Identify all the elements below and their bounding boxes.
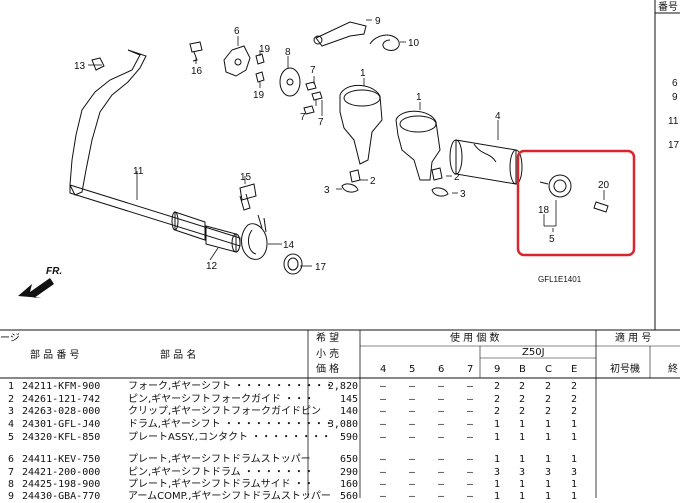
diagram-code: GFL1E1401 [538, 275, 582, 284]
fr-arrow-icon [18, 278, 54, 298]
part-bolt-16 [189, 41, 203, 62]
part-stopper-arm [313, 21, 367, 47]
callout-5: 5 [549, 234, 555, 245]
callout-4: 4 [495, 111, 501, 122]
part-guide-pin-b [431, 167, 449, 197]
callout-2a: 2 [370, 176, 376, 187]
part-pins-7 [303, 81, 323, 115]
callout-6: 6 [234, 26, 240, 37]
part-stopper-plate [223, 45, 251, 77]
callout-9: 9 [375, 16, 381, 27]
right-num-17: 17 [668, 140, 680, 151]
callout-10: 10 [408, 38, 420, 49]
callout-19b: 19 [253, 90, 265, 101]
callout-13: 13 [74, 61, 86, 72]
callout-8: 8 [285, 47, 291, 58]
callout-15: 15 [240, 172, 252, 183]
table-rules [0, 329, 680, 498]
part-contact-plate [539, 174, 609, 213]
callout-17: 17 [315, 262, 327, 273]
leader-lines [88, 19, 605, 267]
right-num-6: 6 [672, 78, 678, 89]
part-pins-19 [255, 53, 265, 83]
callout-1a: 1 [360, 68, 366, 79]
part-shift-fork-a [339, 84, 383, 165]
callout-numbers: 13 11 12 14 17 15 16 6 19 19 8 7 7 7 9 1… [74, 16, 610, 273]
right-num-11: 11 [668, 116, 679, 127]
part-stopper-spring [369, 34, 400, 51]
part-shift-shaft [69, 184, 241, 247]
part-bolt-15 [239, 183, 257, 211]
right-header-label: 番号 [658, 1, 678, 13]
callout-2b: 2 [454, 172, 460, 183]
callout-16: 16 [191, 66, 203, 77]
part-return-spring [241, 214, 268, 260]
callout-18: 18 [538, 205, 550, 216]
part-shift-drum [449, 139, 523, 185]
right-num-9: 9 [672, 92, 678, 103]
highlight-box [516, 149, 636, 257]
part-oil-seal [283, 253, 303, 275]
callout-3a: 3 [324, 185, 330, 196]
callout-11: 11 [133, 166, 144, 177]
part-collar [205, 225, 241, 253]
callout-7c: 7 [318, 117, 324, 128]
part-shift-fork-b [395, 110, 441, 181]
fr-label: FR. [46, 266, 62, 277]
callout-7a: 7 [310, 65, 316, 76]
part-guide-pin-a [341, 169, 361, 193]
part-side-plate [279, 67, 301, 97]
callout-3b: 3 [460, 189, 466, 200]
callout-7b: 7 [300, 112, 306, 123]
callout-12: 12 [206, 261, 218, 272]
callout-19a: 19 [259, 44, 271, 55]
callout-1b: 1 [416, 92, 422, 103]
callout-20: 20 [598, 180, 610, 191]
callout-14: 14 [283, 240, 295, 251]
